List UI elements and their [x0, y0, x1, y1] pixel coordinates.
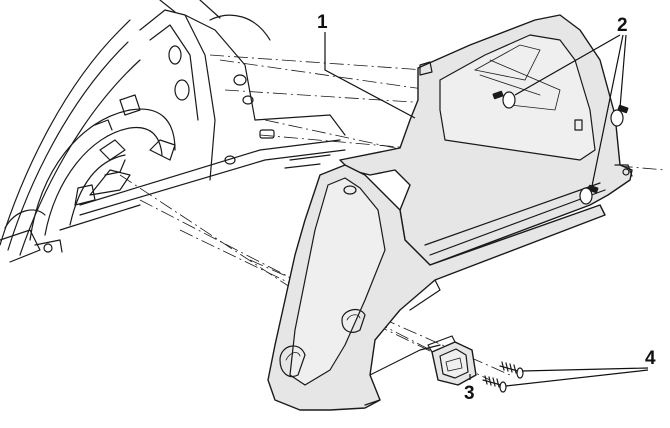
leader-4b [505, 369, 649, 387]
leader-1 [324, 32, 416, 119]
vehicle-body-shell [0, 0, 346, 263]
side-trim-panel-lower [267, 164, 606, 411]
callout-4: 4 [645, 348, 656, 369]
push-clip-3 [579, 184, 599, 205]
push-clip-1 [492, 90, 516, 109]
latch-bracket [427, 335, 477, 386]
screws [482, 361, 524, 393]
leader-4a [521, 367, 649, 372]
screw-2 [482, 375, 507, 393]
callout-3: 3 [464, 383, 475, 404]
screw-1 [499, 361, 524, 379]
leader-2a [514, 34, 621, 96]
leader-2c [591, 34, 624, 187]
push-clips [492, 90, 629, 205]
push-clip-2 [610, 104, 629, 127]
leader-2b [619, 34, 627, 109]
callout-1: 1 [317, 12, 328, 33]
callout-leaders [324, 32, 649, 387]
callout-2: 2 [617, 15, 628, 36]
side-trim-panel-upper [339, 14, 633, 266]
